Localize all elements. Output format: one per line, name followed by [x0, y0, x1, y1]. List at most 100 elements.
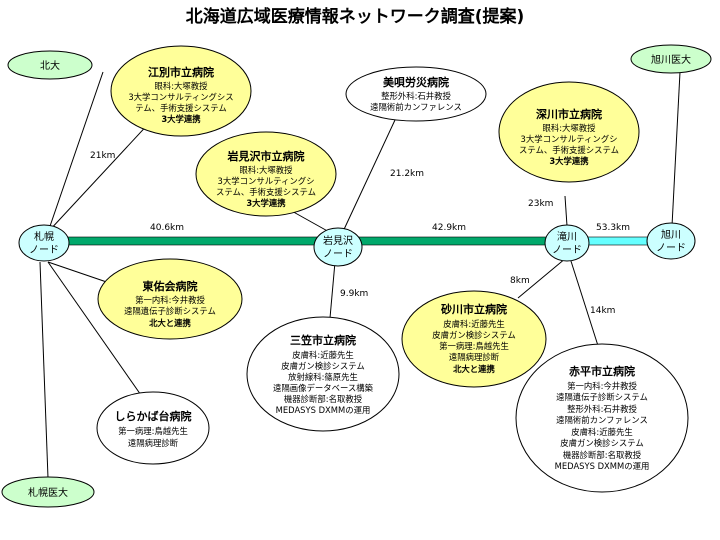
link-takikawa-akabira: [569, 257, 601, 353]
sapporo-node-line2: ノード: [29, 245, 59, 256]
sunagawa-line-1: 皮膚科:近藤先生: [443, 319, 504, 329]
mikasa-line-4: 遠隔画像データベース構築: [273, 383, 374, 393]
sunagawa-line-5: 北大と連携: [453, 364, 495, 374]
bibai-line-2: 遠隔術前カンファレンス: [370, 102, 462, 112]
backbone-cyan: [587, 236, 655, 246]
link-hokudai-sapporo: [47, 71, 104, 233]
ebetsu-line-2: 3大学コンサルティングシス: [128, 92, 233, 102]
ebetsu-shape: [110, 45, 252, 137]
hospital-bibai: 美唄労災病院 整形外科:石井教授 遠隔術前カンファレンス: [345, 66, 487, 122]
hospital-tokushukai: 東佑会病院 第一内科:今井教授 遠隔遺伝子診断システム 北大と連携: [97, 258, 243, 340]
node-asahikawa: 旭川 ノード: [646, 222, 696, 260]
iwamizawa-node-line2: ノード: [323, 249, 353, 260]
ebetsu-line-3: テム、手術支援システム: [135, 103, 227, 113]
university-asahikawa-med: 旭川医大: [630, 44, 712, 74]
hospital-akabira: 赤平市立病院 第一内科:今井教授 遠隔遺伝子診断システム 整形外科:石井教授 遠…: [515, 343, 689, 493]
takikawa-node-line1: 滝川: [557, 231, 577, 243]
iwamizawa-node-line1: 岩見沢: [323, 234, 353, 247]
hospital-sunagawa: 砂川市立病院 皮膚科:近藤先生 皮膚ガン検診システム 第一病理:鳥越先生 遠隔病…: [401, 290, 547, 388]
asahikawa-node-shape: [646, 222, 696, 260]
bibai-shape: [345, 66, 487, 122]
asahikawa-med-shape: [630, 44, 712, 74]
dist-iwamizawa-bibai: 21.2km: [390, 169, 424, 179]
distance-labels: 21km 40.6km 21.2km 42.9km 23km 53.3km 9.…: [90, 151, 630, 316]
dist-iwamizawa-takikawa: 42.9km: [432, 223, 466, 233]
ebetsu-name: 江別市立病院: [148, 65, 214, 79]
akabira-line-5: 皮膚科:近藤先生: [571, 427, 632, 437]
link-node-mikasa: [329, 261, 336, 319]
akabira-line-4: 遠隔術前カンファレンス: [556, 415, 648, 425]
link-takikawa-sunagawa: [517, 257, 567, 299]
dist-iwamizawa-mikasa: 9.9km: [340, 289, 368, 299]
fukagawa-shape: [498, 81, 640, 183]
link-sapporo-shirakaba: [47, 261, 151, 409]
takikawa-node-line2: ノード: [552, 245, 582, 256]
fukagawa-line-4: 3大学連携: [549, 156, 589, 166]
hokudai-label: 北大: [40, 59, 60, 72]
dist-takikawa-fukagawa: 23km: [528, 199, 553, 209]
iwamizawa-hospital-name: 岩見沢市立病院: [227, 149, 305, 163]
link-fukagawa-takikawa: [564, 195, 568, 227]
tokushukai-line-3: 北大と連携: [149, 318, 191, 328]
tokushukai-shape: [97, 258, 243, 340]
iwamizawa-hospital-line-2: 3大学コンサルティングシ: [218, 176, 315, 186]
shirakaba-line-2: 遠隔病理診断: [128, 438, 179, 448]
link-asahikawamed-node: [671, 71, 681, 227]
hospital-ebetsu: 江別市立病院 眼科:大塚教授 3大学コンサルティングシス テム、手術支援システム…: [110, 45, 252, 137]
akabira-line-6: 皮膚ガン検診システム: [560, 438, 644, 448]
iwamizawa-hospital-line-3: ステム、手術支援システム: [216, 187, 316, 197]
mikasa-name: 三笠市立病院: [290, 333, 356, 347]
mikasa-line-1: 皮膚科:近藤先生: [292, 350, 353, 360]
akabira-line-3: 整形外科:石井教授: [567, 404, 637, 414]
node-takikawa: 滝川 ノード: [544, 224, 590, 262]
node-sapporo: 札幌 ノード: [18, 224, 70, 262]
asahikawa-node-line2: ノード: [656, 243, 686, 254]
sapporo-med-shape: [1, 476, 95, 508]
hospital-iwamizawa: 岩見沢市立病院 眼科:大塚教授 3大学コンサルティングシ ステム、手術支援システ…: [195, 131, 337, 217]
akabira-line-1: 第一内科:今井教授: [567, 381, 637, 391]
page-title: 北海道広域医療情報ネットワーク調査(提案): [186, 6, 525, 27]
bibai-line-1: 整形外科:石井教授: [381, 91, 451, 101]
akabira-line-7: 機器診断部:名取教授: [563, 450, 642, 460]
hospital-mikasa: 三笠市立病院 皮膚科:近藤先生 皮膚ガン検診システム 放射線科:篠原先生 遠隔画…: [246, 316, 400, 432]
takikawa-node-shape: [544, 224, 590, 262]
bibai-name: 美唄労災病院: [383, 75, 449, 89]
ebetsu-line-4: 3大学連携: [161, 114, 201, 124]
iwamizawa-hospital-line-1: 眼科:大塚教授: [239, 165, 293, 175]
sapporo-node-shape: [18, 224, 70, 262]
tokushukai-line-1: 第一内科:今井教授: [135, 295, 205, 305]
ebetsu-line-1: 眼科:大塚教授: [154, 81, 208, 91]
asahikawa-med-label: 旭川医大: [651, 53, 691, 66]
akabira-name: 赤平市立病院: [569, 364, 635, 378]
dist-takikawa-akabira: 14km: [590, 306, 615, 316]
tokushukai-line-2: 遠隔遺伝子診断システム: [124, 306, 216, 316]
iwamizawa-hospital-line-4: 3大学連携: [246, 198, 286, 208]
mikasa-line-2: 皮膚ガン検診システム: [281, 361, 365, 371]
sunagawa-name: 砂川市立病院: [441, 302, 507, 316]
hospital-fukagawa: 深川市立病院 眼科:大塚教授 3大学コンサルティングシ ステム、手術支援システム…: [498, 81, 640, 183]
sunagawa-shape: [401, 290, 547, 388]
akabira-shape: [515, 343, 689, 493]
node-iwamizawa: 岩見沢 ノード: [313, 227, 363, 267]
fukagawa-name: 深川市立病院: [536, 107, 602, 121]
link-sapporo-sapporomed: [39, 261, 49, 479]
fukagawa-line-1: 眼科:大塚教授: [542, 123, 596, 133]
sapporo-node-line1: 札幌: [34, 230, 54, 243]
fukagawa-line-2: 3大学コンサルティングシ: [521, 134, 618, 144]
dist-takikawa-asahikawa: 53.3km: [596, 223, 630, 233]
iwamizawa-node-shape: [313, 227, 363, 267]
sunagawa-line-3: 第一病理:鳥越先生: [439, 341, 509, 351]
mikasa-line-6: MEDASYS DXMMの運用: [276, 405, 371, 415]
mikasa-line-3: 放射線科:篠原先生: [288, 372, 358, 382]
iwamizawa-hospital-shape: [195, 131, 337, 217]
mikasa-line-5: 機器診断部:名取教授: [284, 394, 363, 404]
sunagawa-line-4: 遠隔病理診断: [449, 352, 500, 362]
tokushukai-name: 東佑会病院: [143, 279, 198, 293]
asahikawa-node-line1: 旭川: [661, 229, 681, 241]
mikasa-shape: [246, 316, 400, 432]
fukagawa-line-3: ステム、手術支援システム: [519, 145, 619, 155]
dist-sapporo-iwamizawa: 40.6km: [150, 223, 184, 233]
shirakaba-name: しらかば台病院: [115, 409, 192, 423]
dist-hokudai-sapporo: 21km: [90, 151, 115, 161]
